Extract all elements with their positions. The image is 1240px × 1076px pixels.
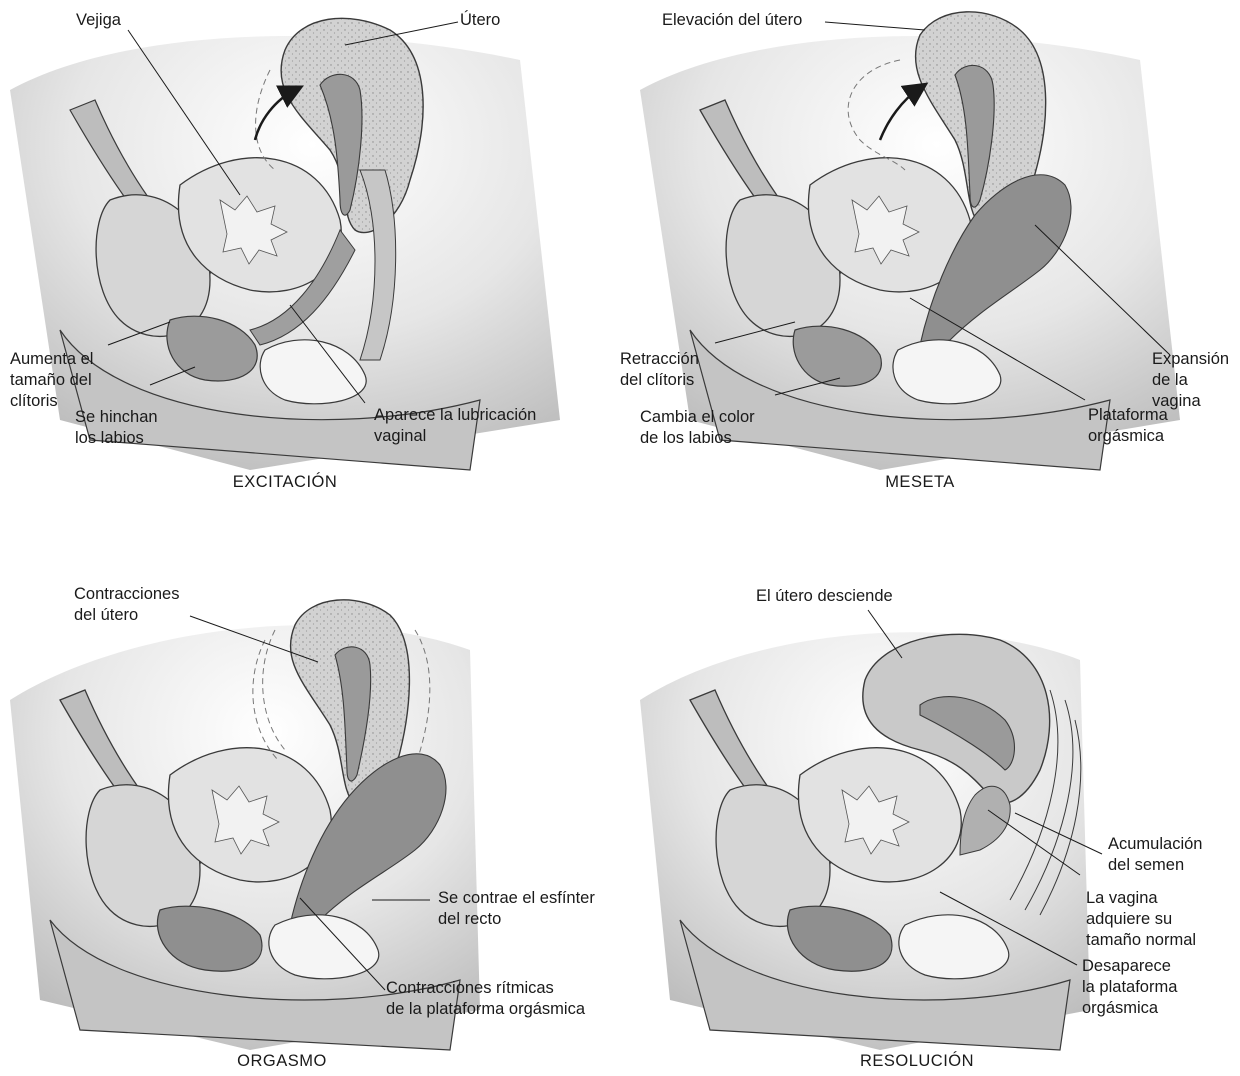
label-orgasmic-platform: Plataforma orgásmica [1088,405,1168,447]
caption-resolution: RESOLUCIÓN [797,1052,1037,1071]
label-uterus-descends: El útero desciende [756,586,893,607]
label-vagina-normal: La vagina adquiere su tamaño normal [1086,888,1196,951]
label-rhythmic-contractions: Contracciones rítmicas de la plataforma … [386,978,585,1020]
label-clitoris-size: Aumenta el tamaño del clítoris [10,349,93,412]
label-clitoris-retraction: Retracción del clítoris [620,349,699,391]
label-vagina-expansion: Expansión de la vagina [1152,349,1240,412]
caption-plateau: MESETA [800,473,1040,492]
label-lubrication: Aparece la lubricación vaginal [374,405,536,447]
caption-excitation: EXCITACIÓN [165,473,405,492]
label-uterus-elevation: Elevación del útero [662,10,802,31]
label-labia-color: Cambia el color de los labios [640,407,755,449]
label-semen-accumulation: Acumulación del semen [1108,834,1202,876]
panel-excitation: Vejiga Útero Aumenta el tamaño del clíto… [0,0,620,500]
panel-orgasm: Contracciones del útero Se contrae el es… [0,570,620,1076]
panel-plateau: Elevación del útero Expansión de la vagi… [620,0,1240,500]
label-rectal-sphincter: Se contrae el esfínter del recto [438,888,595,930]
label-platform-disappears: Desaparece la plataforma orgásmica [1082,956,1177,1019]
caption-orgasm: ORGASMO [162,1052,402,1071]
label-vejiga: Vejiga [76,10,121,31]
label-labia-swell: Se hinchan los labios [75,407,158,449]
label-uterus-contractions: Contracciones del útero [74,584,179,626]
label-utero: Útero [460,10,500,31]
panel-resolution: El útero desciende Acumulación del semen… [620,570,1240,1076]
